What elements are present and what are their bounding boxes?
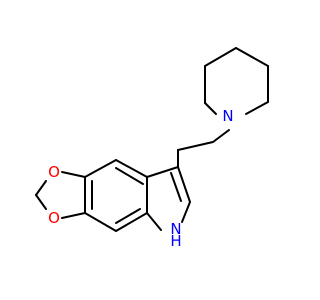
bond bbox=[245, 101, 269, 115]
bond bbox=[115, 159, 148, 178]
dioxole-oxygen-lower-label: O bbox=[48, 209, 60, 227]
bond bbox=[235, 47, 269, 67]
bond bbox=[170, 172, 182, 202]
bond bbox=[146, 212, 162, 231]
bond bbox=[115, 212, 148, 232]
piperidine-nitrogen-label: N bbox=[222, 107, 233, 125]
dioxole-ring bbox=[35, 171, 86, 219]
bond bbox=[212, 129, 230, 143]
benzene-ring bbox=[84, 159, 148, 232]
bond bbox=[181, 201, 191, 223]
bond bbox=[177, 141, 214, 151]
bond bbox=[35, 194, 47, 210]
bond bbox=[115, 208, 141, 224]
bond bbox=[35, 180, 47, 196]
piperidine-ring bbox=[204, 47, 269, 115]
bond bbox=[204, 102, 217, 115]
bond bbox=[61, 171, 86, 178]
indole-hydrogen-label: H bbox=[170, 232, 181, 250]
bond bbox=[204, 47, 237, 67]
ethyl-linker bbox=[177, 129, 230, 168]
bond bbox=[84, 159, 117, 178]
bond bbox=[115, 167, 144, 185]
pyrrole-ring bbox=[146, 166, 191, 231]
bond bbox=[146, 166, 179, 178]
bond bbox=[177, 166, 191, 203]
dioxole-oxygen-upper-label: O bbox=[48, 163, 60, 181]
molecule-structure: N N H O O bbox=[35, 47, 269, 250]
bond bbox=[61, 212, 86, 219]
bond bbox=[84, 212, 117, 232]
molecule-canvas: N N H O O bbox=[35, 47, 269, 250]
indole-nitrogen-label: N bbox=[170, 220, 181, 238]
